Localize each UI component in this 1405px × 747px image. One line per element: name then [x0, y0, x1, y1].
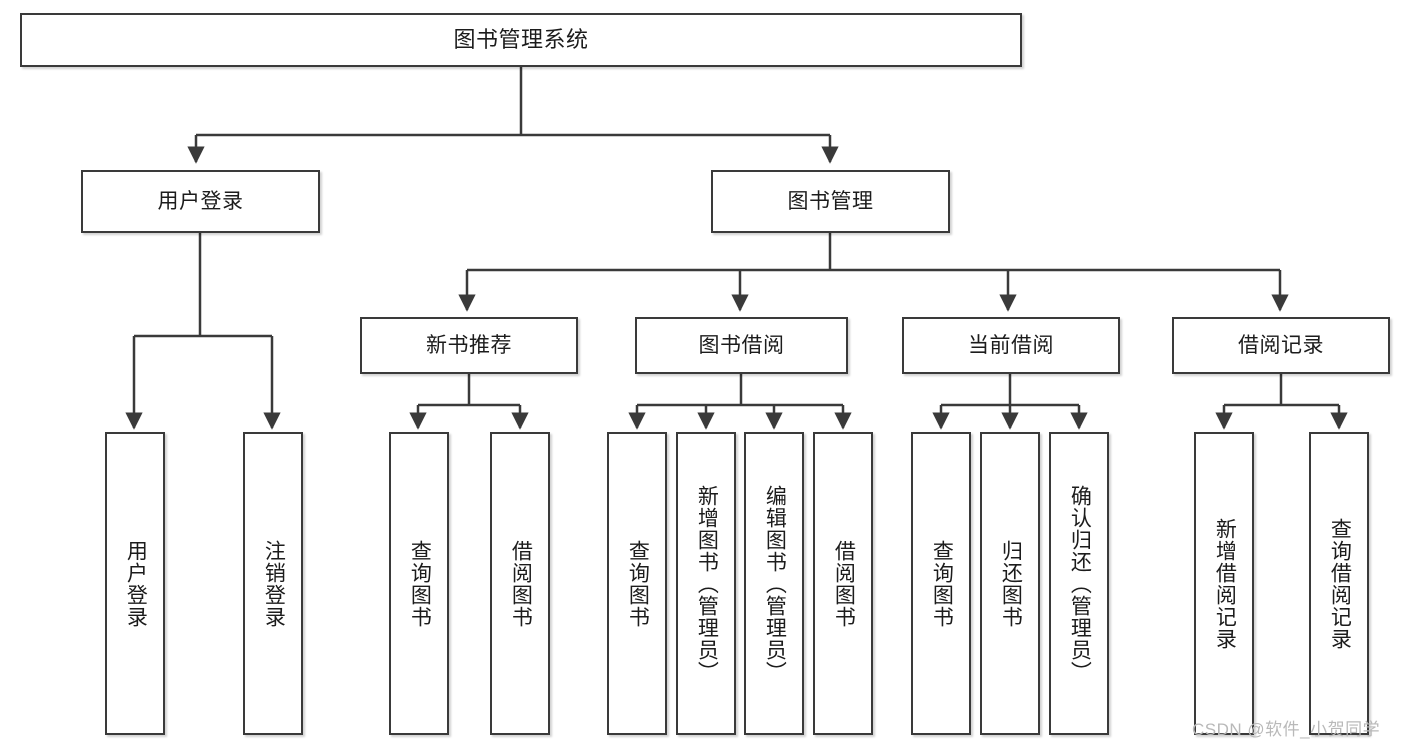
node-label: 用户登录	[124, 539, 148, 628]
node-user-login[interactable]: 用户登录	[81, 170, 320, 233]
node-label: 新书推荐	[426, 333, 512, 357]
leaf-borrow-record-query-record[interactable]: 查询借阅记录	[1309, 432, 1369, 735]
node-label: 注销登录	[262, 539, 286, 628]
node-borrow-record[interactable]: 借阅记录	[1172, 317, 1390, 374]
node-label: 用户登录	[157, 189, 244, 213]
node-label: 归还图书	[999, 539, 1023, 628]
node-label: 查询图书	[930, 539, 954, 628]
node-label: 查询图书	[626, 539, 650, 628]
node-current-borrow[interactable]: 当前借阅	[902, 317, 1120, 374]
node-label: 图书借阅	[698, 333, 785, 357]
node-label: 编辑图书（管理员）	[763, 484, 787, 683]
node-label: 借阅记录	[1238, 333, 1324, 357]
leaf-current-borrow-confirm-return-admin[interactable]: 确认归还（管理员）	[1049, 432, 1109, 735]
leaf-book-borrow-add-book-admin[interactable]: 新增图书（管理员）	[676, 432, 736, 735]
leaf-current-borrow-query-book[interactable]: 查询图书	[911, 432, 971, 735]
node-label: 当前借阅	[968, 333, 1054, 357]
node-label: 借阅图书	[509, 539, 533, 628]
leaf-book-borrow-edit-book-admin[interactable]: 编辑图书（管理员）	[744, 432, 804, 735]
node-label: 新增借阅记录	[1213, 517, 1237, 650]
node-new-book-recommend[interactable]: 新书推荐	[360, 317, 578, 374]
node-label: 新增图书（管理员）	[695, 484, 719, 683]
leaf-user-login-login[interactable]: 用户登录	[105, 432, 165, 735]
node-label: 图书管理系统	[453, 26, 589, 52]
node-book-borrow[interactable]: 图书借阅	[635, 317, 848, 374]
node-label: 借阅图书	[832, 539, 856, 628]
csdn-watermark: CSDN @软件_小贺同学	[1192, 720, 1381, 739]
leaf-user-login-logout[interactable]: 注销登录	[243, 432, 303, 735]
node-book-management[interactable]: 图书管理	[711, 170, 950, 233]
node-label: 查询借阅记录	[1328, 517, 1352, 650]
leaf-new-book-borrow-book[interactable]: 借阅图书	[490, 432, 550, 735]
node-label: 图书管理	[787, 189, 874, 213]
leaf-current-borrow-return-book[interactable]: 归还图书	[980, 432, 1040, 735]
node-label: 确认归还（管理员）	[1068, 484, 1092, 683]
node-root-book-management-system[interactable]: 图书管理系统	[20, 13, 1022, 67]
node-label: 查询图书	[408, 539, 432, 628]
leaf-book-borrow-borrow-book[interactable]: 借阅图书	[813, 432, 873, 735]
leaf-new-book-query-book[interactable]: 查询图书	[389, 432, 449, 735]
leaf-book-borrow-query-book[interactable]: 查询图书	[607, 432, 667, 735]
leaf-borrow-record-add-record[interactable]: 新增借阅记录	[1194, 432, 1254, 735]
